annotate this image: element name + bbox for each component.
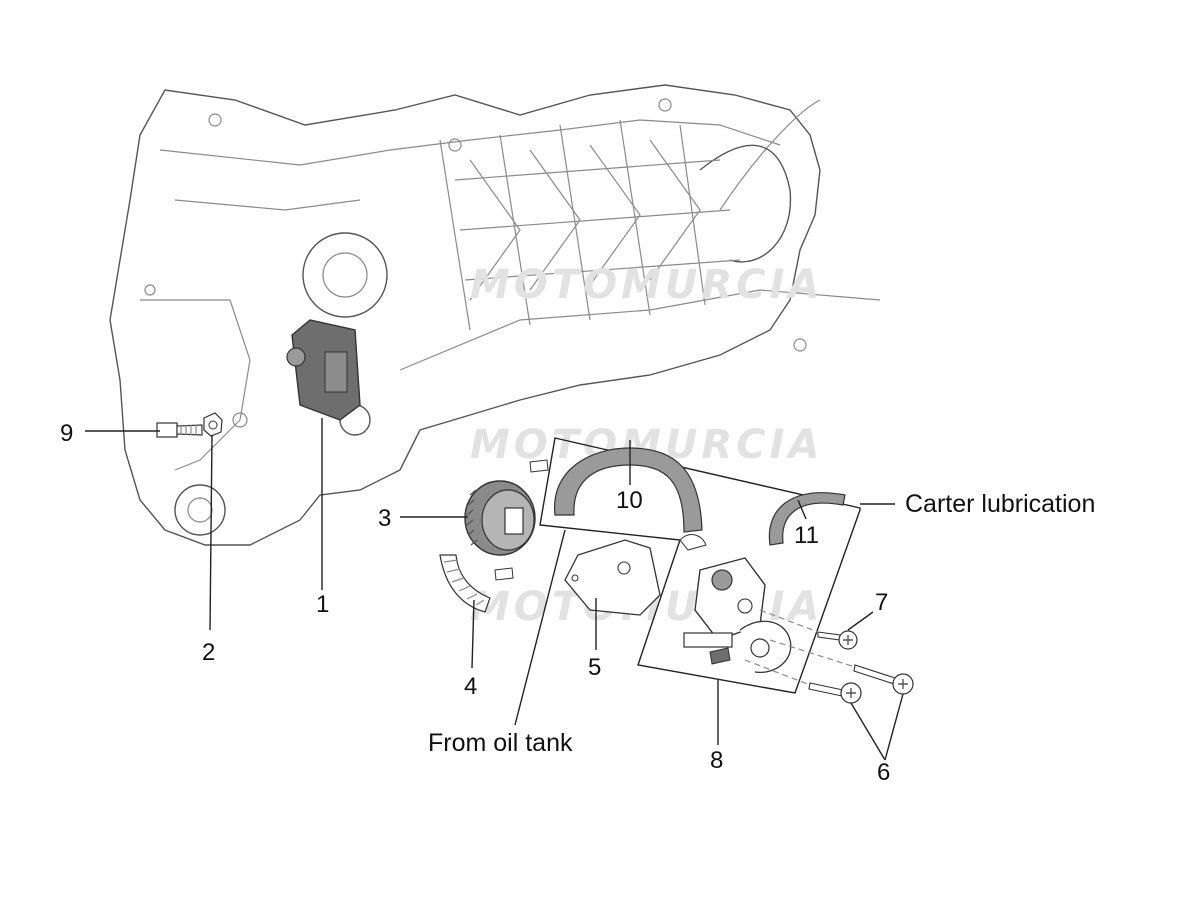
label-part-8: 8 — [710, 747, 723, 774]
part-11-lubrication-hose — [679, 492, 846, 551]
label-part-5: 5 — [588, 654, 601, 681]
pump-detail-frame — [539, 437, 861, 694]
part-9-bolt — [156, 422, 203, 438]
label-part-2: 2 — [202, 639, 215, 666]
part-1-pump-cover — [286, 319, 361, 421]
label-part-6: 6 — [877, 759, 890, 786]
label-part-7: 7 — [875, 589, 888, 616]
part-labels: 9 2 1 3 4 5 10 11 7 8 6 — [60, 420, 890, 786]
part-10-intake-hose — [554, 447, 703, 533]
crankcase-housing — [109, 84, 881, 546]
part-2-nut — [203, 412, 223, 437]
part-4-drive-chain — [439, 459, 549, 613]
part-8-oil-pump — [683, 557, 792, 674]
caption-carter-lubrication: Carter lubrication — [905, 490, 1095, 518]
label-part-3: 3 — [378, 505, 391, 532]
label-part-9: 9 — [60, 420, 73, 447]
part-3-drive-gear — [464, 480, 536, 556]
part-5-gasket — [564, 539, 661, 616]
watermark-top: MOTOMURCIA — [470, 262, 823, 308]
part-6-screw-upper — [853, 664, 914, 695]
part-7-screw — [817, 630, 858, 650]
screw-alignment-lines — [744, 609, 856, 686]
part-6-screw-lower — [808, 682, 862, 704]
label-part-10: 10 — [616, 487, 643, 514]
label-part-1: 1 — [316, 591, 329, 618]
label-part-11: 11 — [794, 522, 819, 549]
label-part-4: 4 — [464, 673, 477, 700]
caption-from-oil-tank: From oil tank — [428, 729, 573, 757]
leader-lines — [85, 418, 904, 761]
